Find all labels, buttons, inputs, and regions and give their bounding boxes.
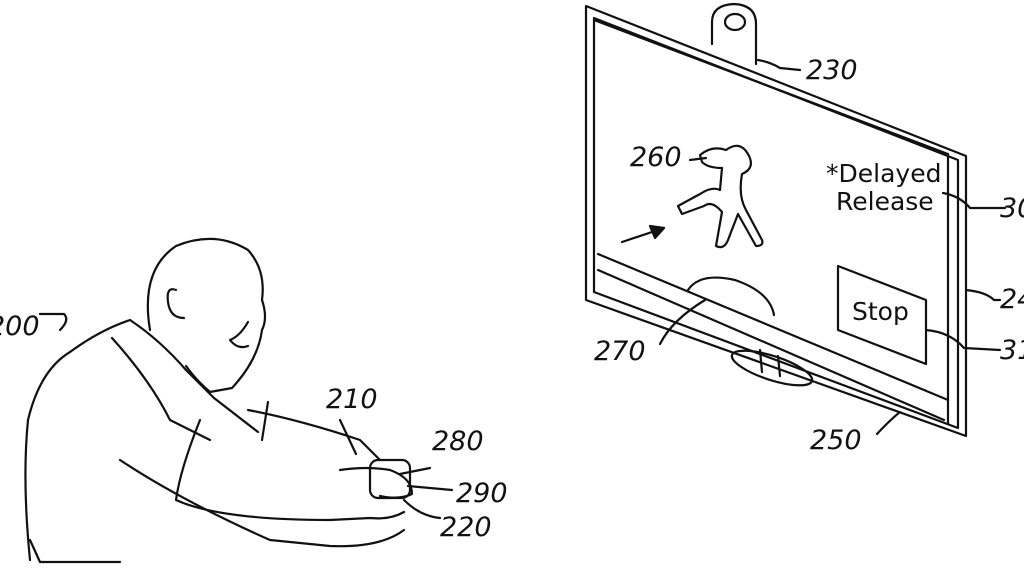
stop-button[interactable]: Stop [852, 297, 909, 326]
label-ball: 270 [594, 336, 646, 367]
label-notice: 30 [1000, 193, 1024, 224]
user-figure [24, 237, 454, 564]
label-display-frame: 24 [1000, 284, 1024, 315]
label-controller: 210 [326, 384, 378, 415]
label-user: 200 [0, 311, 40, 342]
label-controller-button-c: 290 [456, 478, 508, 509]
label-controller-button-a: 220 [440, 512, 492, 543]
notice-line-1: *Delayed [826, 159, 942, 188]
label-camera: 230 [806, 55, 858, 86]
label-character: 260 [630, 142, 682, 173]
label-display-bottom: 250 [810, 425, 862, 456]
delayed-release-notice: *Delayed Release [826, 160, 941, 215]
display-device [584, 2, 1007, 438]
label-stop-button: 31 [1000, 335, 1024, 366]
notice-line-2: Release [836, 186, 934, 216]
label-controller-button-b: 280 [432, 426, 484, 457]
